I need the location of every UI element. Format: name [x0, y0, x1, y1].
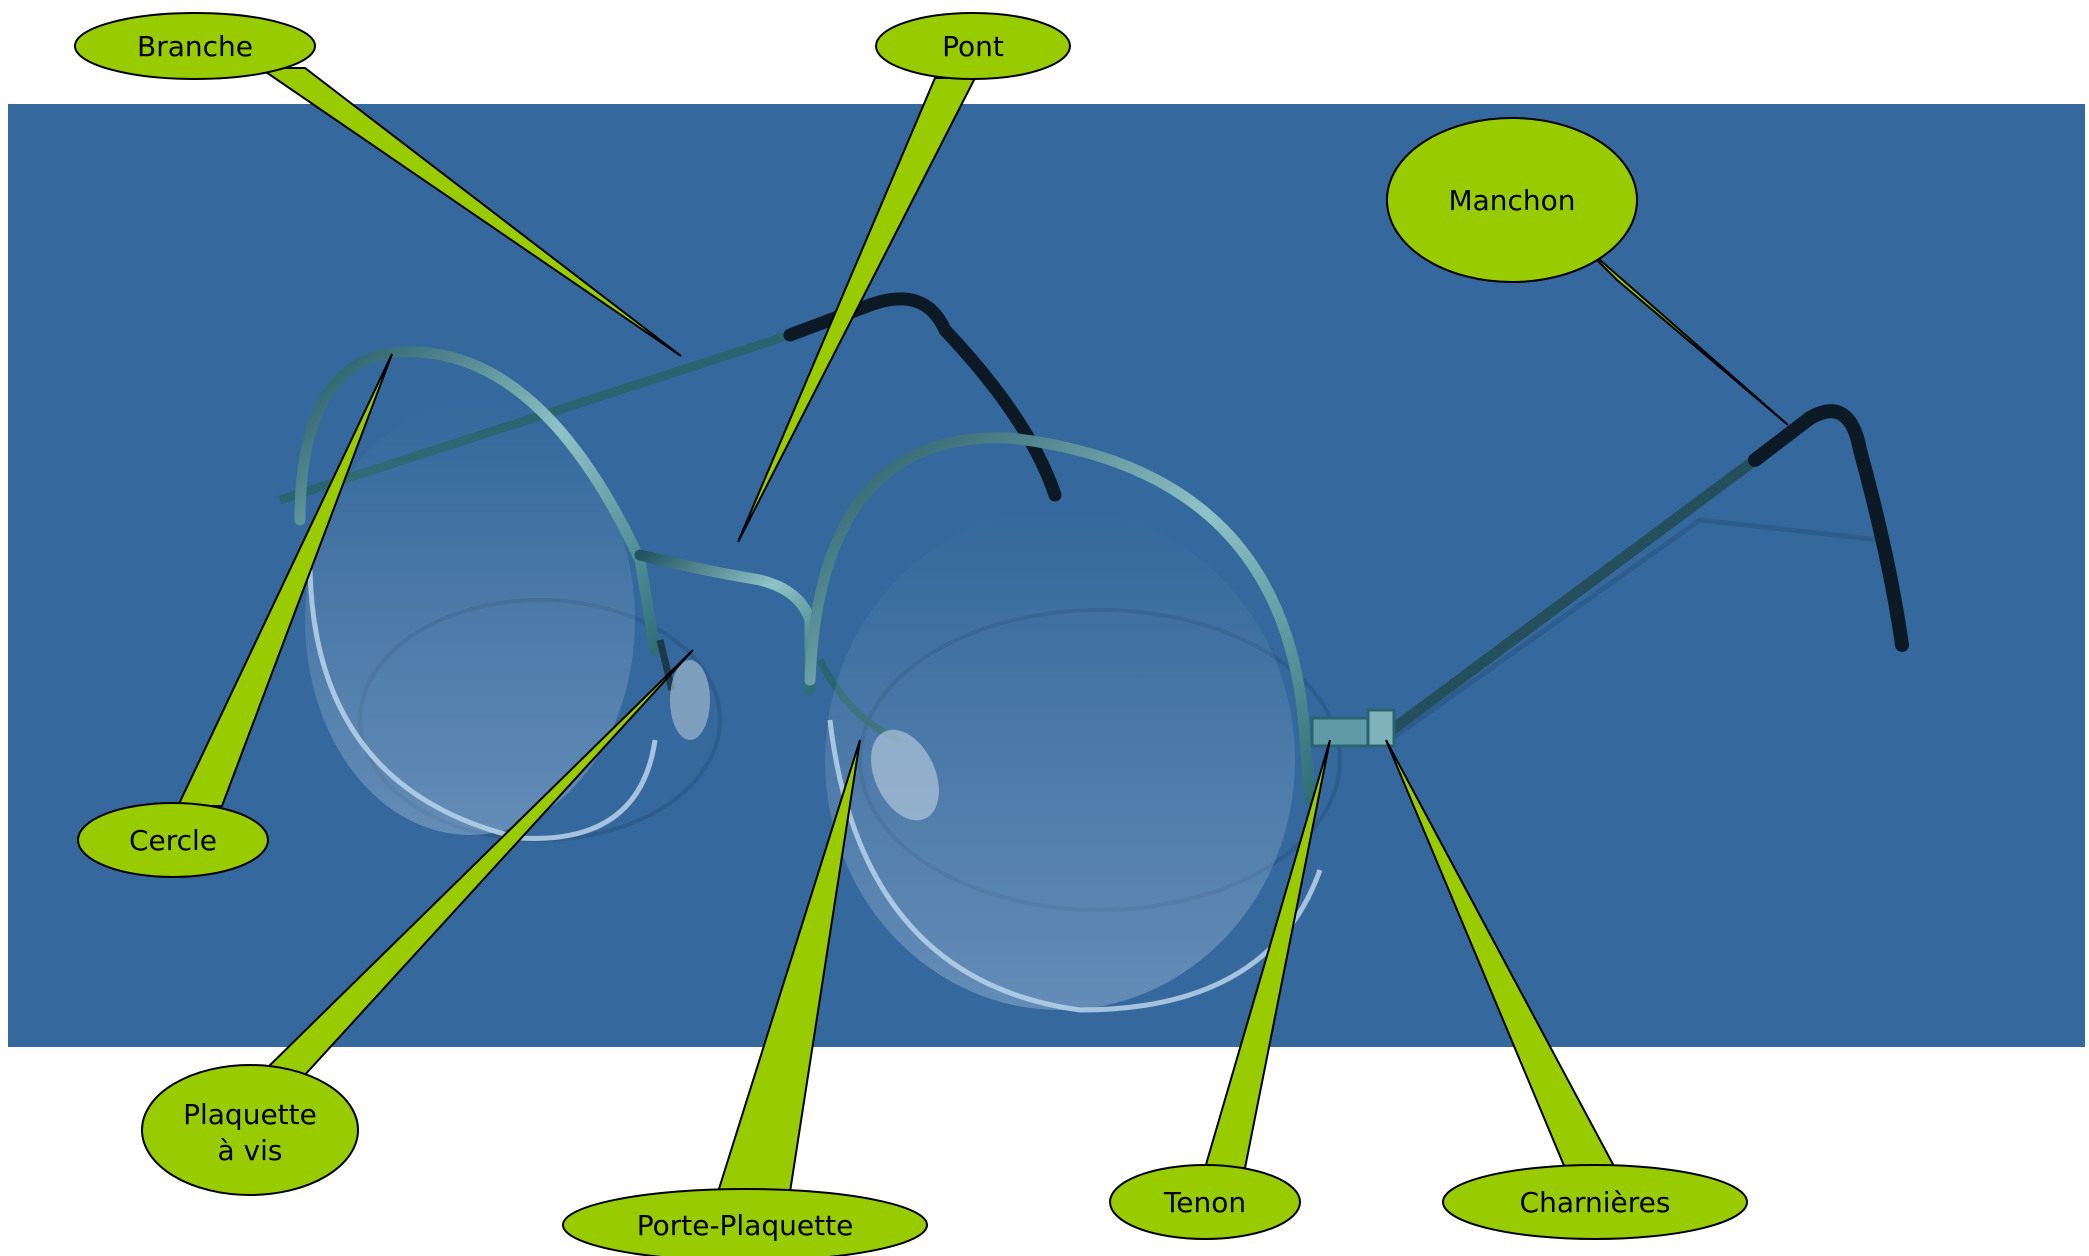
- label-manchon: Manchon: [1448, 184, 1575, 217]
- label-porte-plaquette: Porte-Plaquette: [637, 1209, 854, 1242]
- label-plaquette-line2: à vis: [218, 1134, 283, 1167]
- label-cercle: Cercle: [129, 824, 217, 857]
- label-charnieres: Charnières: [1520, 1186, 1671, 1219]
- label-plaquette-line1: Plaquette: [183, 1098, 317, 1131]
- label-tenon: Tenon: [1163, 1186, 1246, 1219]
- label-branche: Branche: [137, 30, 253, 63]
- label-pont: Pont: [942, 30, 1004, 63]
